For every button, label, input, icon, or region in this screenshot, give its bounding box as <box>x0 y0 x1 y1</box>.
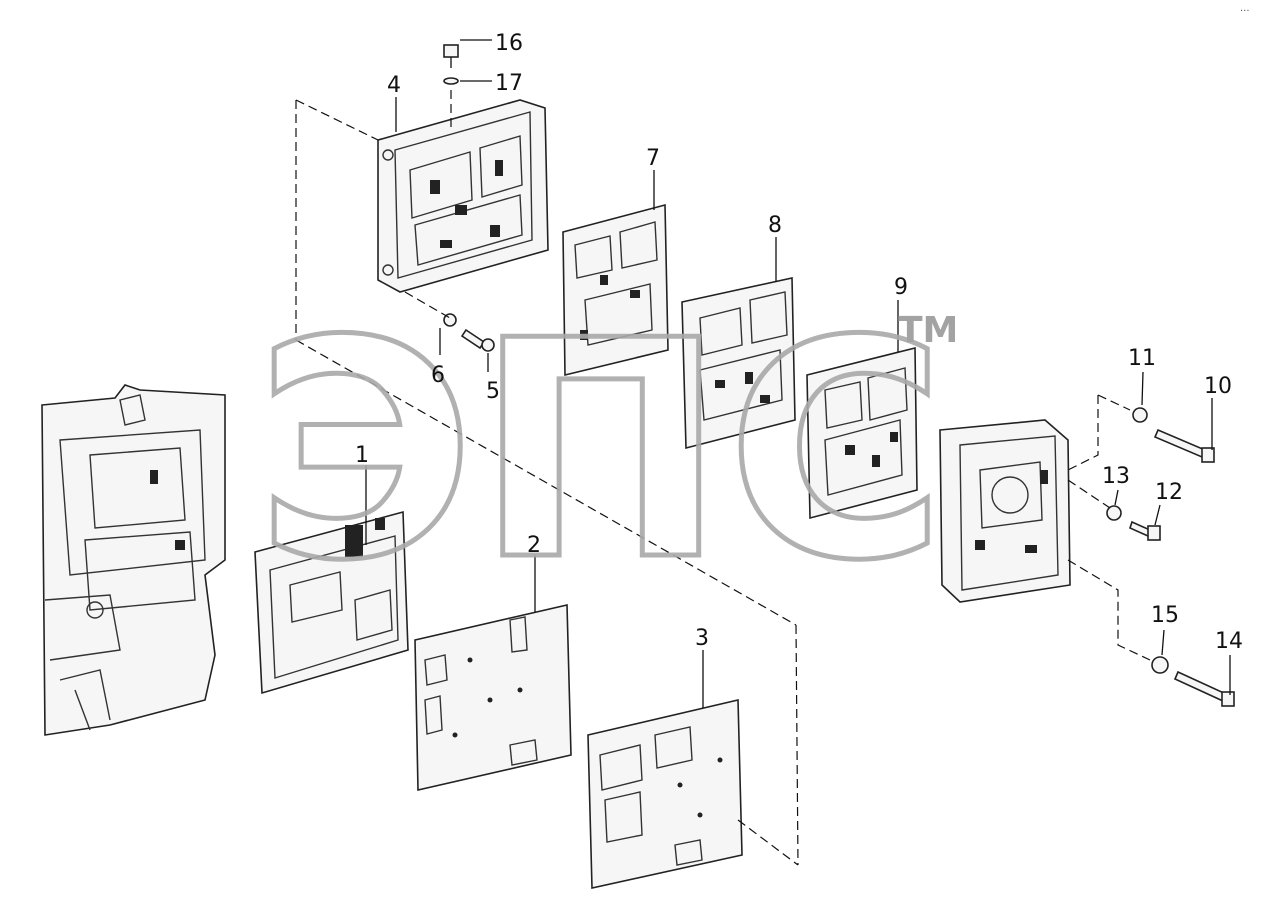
part-16-bolt <box>443 44 459 68</box>
callout-5: 5 <box>486 379 500 404</box>
transmission-housing <box>41 384 226 736</box>
callout-13: 13 <box>1102 464 1130 489</box>
part-5-screw <box>460 328 495 352</box>
part-12-screw <box>1129 520 1161 541</box>
callout-1: 1 <box>355 443 369 468</box>
watermark-trademark: TM <box>898 310 958 351</box>
watermark: ЭПС TM <box>253 275 959 629</box>
part-17-seal-ring <box>443 77 459 85</box>
part-3-plate <box>587 698 743 889</box>
callout-4: 4 <box>387 73 401 98</box>
callout-17: 17 <box>495 71 523 96</box>
part-13-washer <box>1106 505 1122 521</box>
part-4-valve-body <box>377 99 549 293</box>
callout-8: 8 <box>768 213 782 238</box>
part-15-washer <box>1151 656 1169 674</box>
callout-11: 11 <box>1128 346 1156 371</box>
part-1-gasket <box>254 510 409 695</box>
callout-16: 16 <box>495 31 523 56</box>
part-7-plate <box>562 203 669 377</box>
callout-3: 3 <box>695 626 709 651</box>
part-9-plate <box>806 346 918 520</box>
callout-14: 14 <box>1215 629 1243 654</box>
callout-7: 7 <box>646 146 660 171</box>
part-10-bolt <box>1153 428 1215 463</box>
leader-lines <box>365 39 1231 708</box>
part-6-ball <box>443 313 457 327</box>
callout-2: 2 <box>527 533 541 558</box>
callout-10: 10 <box>1204 374 1232 399</box>
part-11-washer <box>1132 407 1148 423</box>
part-8-plate <box>681 277 796 450</box>
callout-6: 6 <box>431 363 445 388</box>
callout-labels: 1 2 3 4 5 6 7 8 9 10 11 12 13 14 15 16 1… <box>355 31 1243 654</box>
part-2-plate <box>414 604 572 791</box>
callout-9: 9 <box>894 275 908 300</box>
callout-12: 12 <box>1155 480 1183 505</box>
part-14-bolt <box>1173 670 1235 707</box>
right-valve-body <box>939 419 1071 603</box>
corner-mark: ··· <box>1240 6 1250 17</box>
callout-15: 15 <box>1151 603 1179 628</box>
watermark-text: ЭПС <box>255 277 946 626</box>
alignment-lines <box>295 90 1151 866</box>
